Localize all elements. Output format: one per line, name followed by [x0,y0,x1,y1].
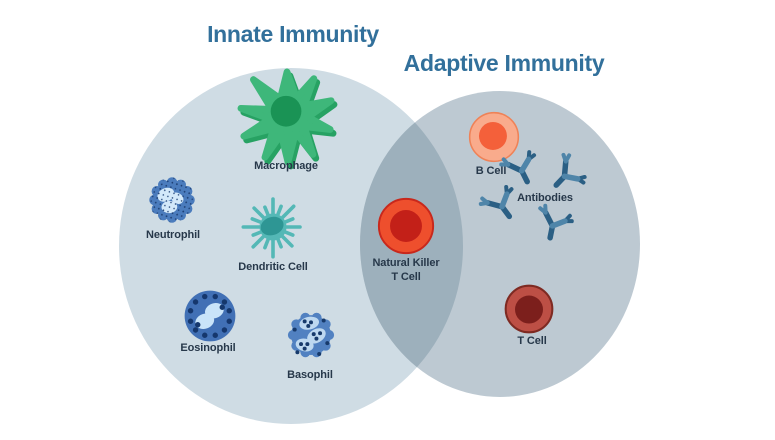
b-cell-nucleus [478,121,507,150]
neutrophil-icon [149,177,195,223]
nkt-label-line2: T Cell [391,271,421,283]
b-cell-label: B Cell [475,165,507,177]
basophil-granules [292,318,330,357]
macrophage-nucleus [270,95,302,127]
dendritic-cell-label: Dendritic Cell [238,261,308,273]
macrophage-icon [237,68,338,170]
t-cell-icon [504,284,554,334]
basophil-icon [287,312,335,358]
antibodies-label: Antibodies [517,192,573,204]
neutrophil-granule-texture [149,177,195,223]
eosinophil-label: Eosinophil [180,342,236,354]
b-cell-icon [468,111,520,163]
adaptive-immunity-title: Adaptive Immunity [403,50,605,76]
overlap-region [360,91,463,397]
antibody-icon-3 [479,183,523,227]
neutrophil-label: Neutrophil [146,229,200,241]
macrophage-label: Macrophage [254,160,318,172]
antibody-icon-4 [531,202,575,246]
t-cell-label: T Cell [517,335,547,347]
natural-killer-t-cell-icon [377,197,435,255]
natural-killer-t-cell-label: Natural Killer T Cell [372,256,439,284]
nkt-label-line1: Natural Killer [372,257,440,269]
t-cell-nucleus [515,295,543,324]
innate-immunity-title: Innate Immunity [207,21,379,47]
dendritic-nucleus [260,216,284,236]
dendritic-cell-icon [241,197,302,259]
nkt-cell-nucleus [390,210,422,242]
basophil-lobes [295,316,326,352]
eosinophil-icon [184,290,236,342]
eosinophil-granules [187,293,232,338]
basophil-label: Basophil [287,369,333,381]
